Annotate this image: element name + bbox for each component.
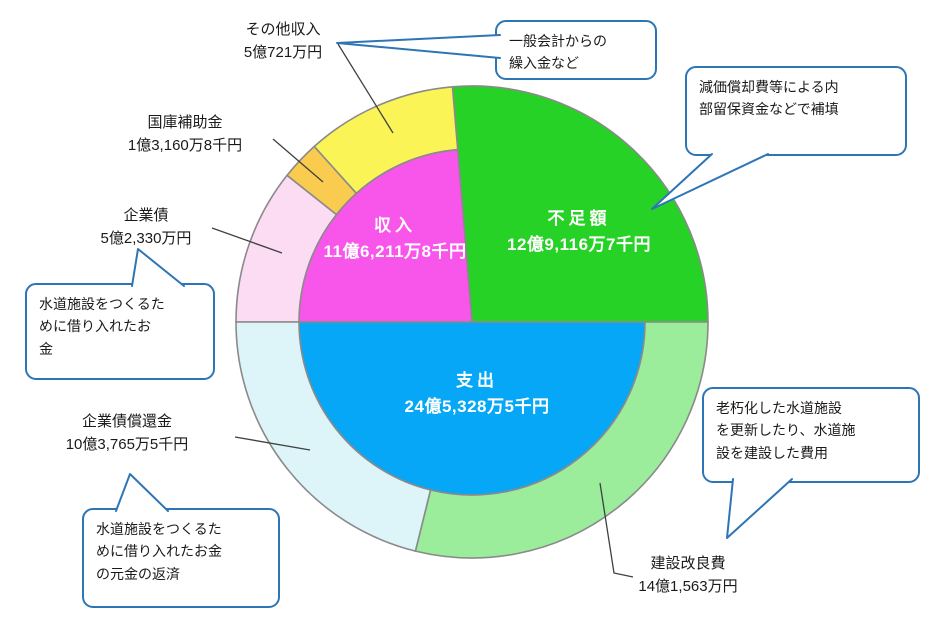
callout-bond-principal-repayment-text: 水道施設をつくるた めに借り入れたお金 の元金の返済 xyxy=(96,521,222,582)
callout-bond-borrowed-money: 水道施設をつくるた めに借り入れたお 金 xyxy=(25,283,215,380)
label-income: 収入 11億6,211万8千円 xyxy=(295,213,495,264)
label-national-subsidy: 国庫補助金 1億3,160万8千円 xyxy=(85,111,285,158)
label-construction-improvement-name: 建設改良費 xyxy=(650,555,726,572)
ring-construction-improvement xyxy=(414,321,709,559)
label-shortfall: 不足額 12億9,116万7千円 xyxy=(479,206,679,257)
label-other-income-amount: 5億721万円 xyxy=(243,44,323,62)
label-shortfall-amount: 12億9,116万7千円 xyxy=(507,234,651,254)
callout-depreciation-reserve: 減価償却費等による内 部留保資金などで補填 xyxy=(685,66,907,156)
label-national-subsidy-name: 国庫補助金 xyxy=(147,114,223,131)
callout-depreciation-reserve-text: 減価償却費等による内 部留保資金などで補填 xyxy=(699,79,839,118)
callout-general-account-text: 一般会計からの 繰入金など xyxy=(509,33,607,72)
callout-facility-renewal-text: 老朽化した水道施設 を更新したり、水道施 設を建設した費用 xyxy=(716,400,856,461)
leader-bond-redemption xyxy=(234,436,311,451)
tail-bond-borrowed-money xyxy=(131,248,185,287)
label-expenditure-name: 支出 xyxy=(456,371,498,390)
label-expenditure: 支出 24億5,328万5千円 xyxy=(377,368,577,419)
label-bond-redemption-name: 企業債償還金 xyxy=(81,413,172,430)
label-income-name: 収入 xyxy=(374,216,416,235)
label-other-income: その他収入 5億721万円 xyxy=(183,18,383,65)
ring-other-income xyxy=(313,85,459,195)
label-other-income-name: その他収入 xyxy=(245,21,321,38)
tail-bond-principal-repayment xyxy=(115,473,169,512)
label-construction-improvement-amount: 14億1,563万円 xyxy=(638,578,738,596)
label-shortfall-name: 不足額 xyxy=(547,209,611,228)
ring-national-subsidy xyxy=(285,145,358,216)
label-income-amount: 11億6,211万8千円 xyxy=(323,241,467,261)
callout-bond-principal-repayment: 水道施設をつくるた めに借り入れたお金 の元金の返済 xyxy=(82,508,280,608)
label-corporate-bond-name: 企業債 xyxy=(123,207,169,224)
label-bond-redemption-amount: 10億3,765万5千円 xyxy=(65,436,189,454)
callout-general-account: 一般会計からの 繰入金など xyxy=(495,20,657,80)
label-corporate-bond: 企業債 5億2,330万円 xyxy=(46,204,246,251)
label-corporate-bond-amount: 5億2,330万円 xyxy=(100,230,192,248)
tail-facility-renewal xyxy=(726,478,793,539)
callout-bond-borrowed-money-text: 水道施設をつくるた めに借り入れたお 金 xyxy=(39,296,165,357)
label-construction-improvement: 建設改良費 14億1,563万円 xyxy=(588,552,788,599)
label-bond-redemption: 企業債償還金 10億3,765万5千円 xyxy=(27,410,227,457)
label-national-subsidy-amount: 1億3,160万8千円 xyxy=(127,137,243,155)
label-expenditure-amount: 24億5,328万5千円 xyxy=(404,396,550,416)
slice-shortfall xyxy=(451,85,709,323)
tail-depreciation-reserve xyxy=(651,153,769,210)
callout-facility-renewal: 老朽化した水道施設 を更新したり、水道施 設を建設した費用 xyxy=(702,387,920,483)
